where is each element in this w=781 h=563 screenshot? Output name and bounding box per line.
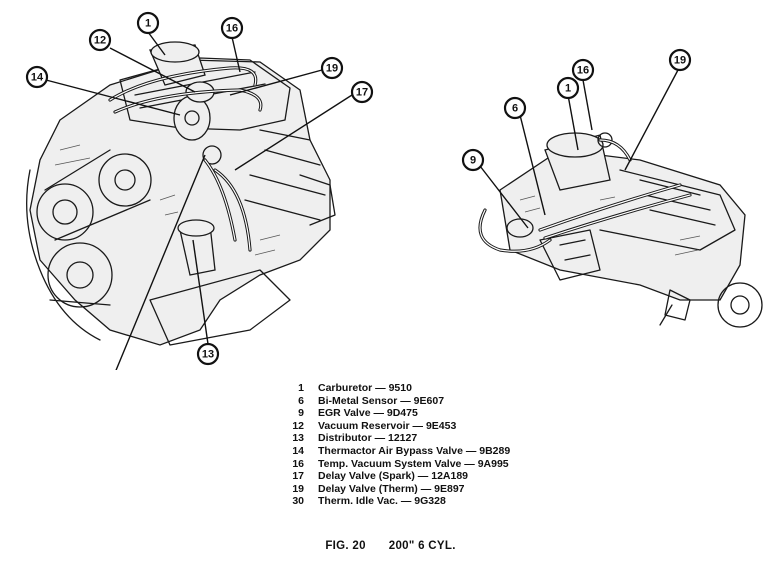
figure-number: FIG. 20 bbox=[325, 540, 366, 552]
callout-label: 13 bbox=[202, 349, 214, 361]
callout-circle bbox=[668, 48, 692, 72]
legend-row: 17 Delay Valve (Spark) — 12A189 bbox=[276, 470, 556, 483]
callout-circle bbox=[461, 148, 485, 172]
callout-label: 19 bbox=[674, 55, 686, 67]
right-callout-19: 19 bbox=[668, 48, 692, 72]
right-engine-illustration bbox=[478, 132, 763, 328]
callout-label: 1 bbox=[565, 83, 571, 95]
left-engine-illustration bbox=[26, 41, 336, 346]
callout-circle bbox=[571, 58, 595, 82]
callout-circle bbox=[350, 80, 374, 104]
callout-label: 16 bbox=[577, 65, 589, 77]
legend-row: 19 Delay Valve (Therm) — 9E897 bbox=[276, 483, 556, 496]
right-leader-lines bbox=[479, 69, 679, 229]
callout-circle bbox=[25, 65, 49, 89]
left-callout-16: 16 bbox=[220, 16, 244, 40]
figure-title: 200" 6 CYL. bbox=[388, 540, 456, 552]
callout-label: 9 bbox=[470, 155, 476, 167]
callout-label: 17 bbox=[356, 87, 368, 99]
legend-number: 9 bbox=[298, 407, 304, 420]
legend-row: 6 Bi-Metal Sensor — 9E607 bbox=[276, 395, 556, 408]
legend-number: 17 bbox=[292, 470, 304, 483]
left-callout-19: 19 bbox=[320, 56, 344, 80]
parts-legend: 1 Carburetor — 9510 6 Bi-Metal Sensor — 9E6… bbox=[276, 382, 556, 508]
callout-circle bbox=[88, 28, 112, 52]
right-callout-16: 16 bbox=[571, 58, 595, 82]
legend-description: Therm. Idle Vac. — 9G328 bbox=[318, 495, 446, 508]
legend-row: 1 Carburetor — 9510 bbox=[276, 382, 556, 395]
callout-label: 6 bbox=[512, 103, 518, 115]
left-callout-1: 1 bbox=[136, 11, 160, 35]
callout-circle bbox=[196, 342, 220, 366]
callout-circle bbox=[503, 96, 527, 120]
legend-number: 16 bbox=[292, 457, 304, 470]
callout-label: 12 bbox=[94, 35, 106, 47]
callout-circle bbox=[556, 76, 580, 100]
callout-label: 19 bbox=[326, 63, 338, 75]
legend-number: 6 bbox=[298, 394, 304, 407]
left-callouts: 112141619171330 bbox=[25, 11, 374, 366]
legend-number: 13 bbox=[292, 432, 304, 445]
legend-description: Temp. Vacuum System Valve — 9A995 bbox=[318, 457, 509, 470]
legend-description: EGR Valve — 9D475 bbox=[318, 407, 418, 420]
legend-number: 14 bbox=[292, 444, 304, 457]
legend-description: Vacuum Reservoir — 9E453 bbox=[318, 419, 457, 432]
legend-row: 12 Vacuum Reservoir — 9E453 bbox=[276, 420, 556, 433]
legend-row: 30 Therm. Idle Vac. — 9G328 bbox=[276, 495, 556, 508]
legend-description: Distributor — 12127 bbox=[318, 432, 418, 445]
left-callout-12: 12 bbox=[88, 28, 112, 52]
left-leader-lines bbox=[45, 31, 353, 370]
legend-number: 1 bbox=[298, 382, 304, 394]
left-callout-14: 14 bbox=[25, 65, 49, 89]
callout-circle bbox=[220, 16, 244, 40]
legend-number: 19 bbox=[292, 482, 304, 495]
callout-label: 1 bbox=[145, 18, 151, 30]
figure-caption: FIG. 20 200" 6 CYL. bbox=[0, 540, 781, 552]
legend-description: Delay Valve (Spark) — 12A189 bbox=[318, 470, 469, 483]
legend-number: 30 bbox=[292, 495, 304, 508]
legend-row: 9 EGR Valve — 9D475 bbox=[276, 407, 556, 420]
legend-number: 12 bbox=[292, 419, 304, 432]
legend-description: Carburetor — 9510 bbox=[318, 382, 412, 394]
legend-description: Bi-Metal Sensor — 9E607 bbox=[318, 394, 445, 407]
legend-row: 13 Distributor — 12127 bbox=[276, 432, 556, 445]
left-callout-17: 17 bbox=[350, 80, 374, 104]
legend-row: 16 Temp. Vacuum System Valve — 9A995 bbox=[276, 458, 556, 471]
callout-circle bbox=[320, 56, 344, 80]
right-callout-6: 6 bbox=[503, 96, 527, 120]
right-callout-1: 1 bbox=[556, 76, 580, 100]
callout-label: 16 bbox=[226, 23, 238, 35]
callout-label: 14 bbox=[31, 72, 44, 84]
legend-row: 14 Thermactor Air Bypass Valve — 9B289 bbox=[276, 445, 556, 458]
callout-circle bbox=[136, 11, 160, 35]
legend-description: Delay Valve (Therm) — 9E897 bbox=[318, 482, 465, 495]
legend-description: Thermactor Air Bypass Valve — 9B289 bbox=[318, 444, 511, 457]
right-callout-9: 9 bbox=[461, 148, 485, 172]
left-callout-13: 13 bbox=[196, 342, 220, 366]
